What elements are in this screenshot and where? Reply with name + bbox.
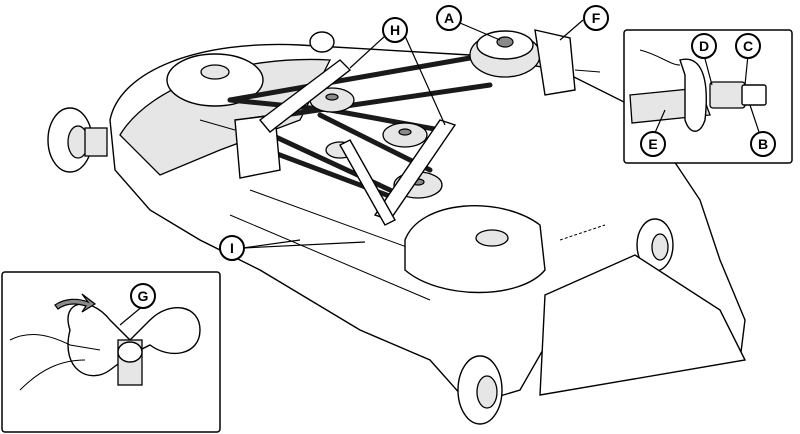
- inset-detail-clip: [1, 271, 221, 433]
- front-right-wheel: [636, 218, 674, 272]
- left-spindle-housing: [166, 53, 264, 107]
- callout-g: G: [130, 283, 156, 309]
- callout-b-label: B: [758, 136, 768, 152]
- callout-e: E: [640, 131, 666, 157]
- right-spindle-housing: [404, 205, 546, 294]
- callout-d: D: [691, 33, 717, 59]
- callout-f: F: [583, 5, 609, 31]
- callout-a-label: A: [444, 10, 454, 26]
- callout-f-label: F: [592, 10, 601, 26]
- front-plate: [539, 254, 747, 396]
- inset-detail-rod: [623, 29, 793, 164]
- callout-i-label: I: [230, 240, 234, 256]
- callout-g-label: G: [138, 288, 149, 304]
- deck-hanger-bracket: [534, 29, 601, 96]
- rear-roller: [309, 31, 335, 53]
- inset-frame: [623, 29, 793, 164]
- leader-lines: [119, 19, 761, 326]
- callout-i: I: [219, 235, 245, 261]
- callout-c-label: C: [743, 38, 753, 54]
- lift-links: [258, 59, 457, 226]
- callout-d-label: D: [699, 38, 709, 54]
- callout-b: B: [750, 131, 776, 157]
- engine-pulley: [469, 30, 541, 78]
- callout-c: C: [735, 33, 761, 59]
- callout-a: A: [436, 5, 462, 31]
- rear-left-wheel: [47, 107, 108, 173]
- callout-h: H: [382, 17, 408, 43]
- callout-h-label: H: [390, 22, 400, 38]
- callout-e-label: E: [648, 136, 657, 152]
- front-spring: [559, 224, 606, 241]
- front-bottom-wheel: [457, 355, 503, 425]
